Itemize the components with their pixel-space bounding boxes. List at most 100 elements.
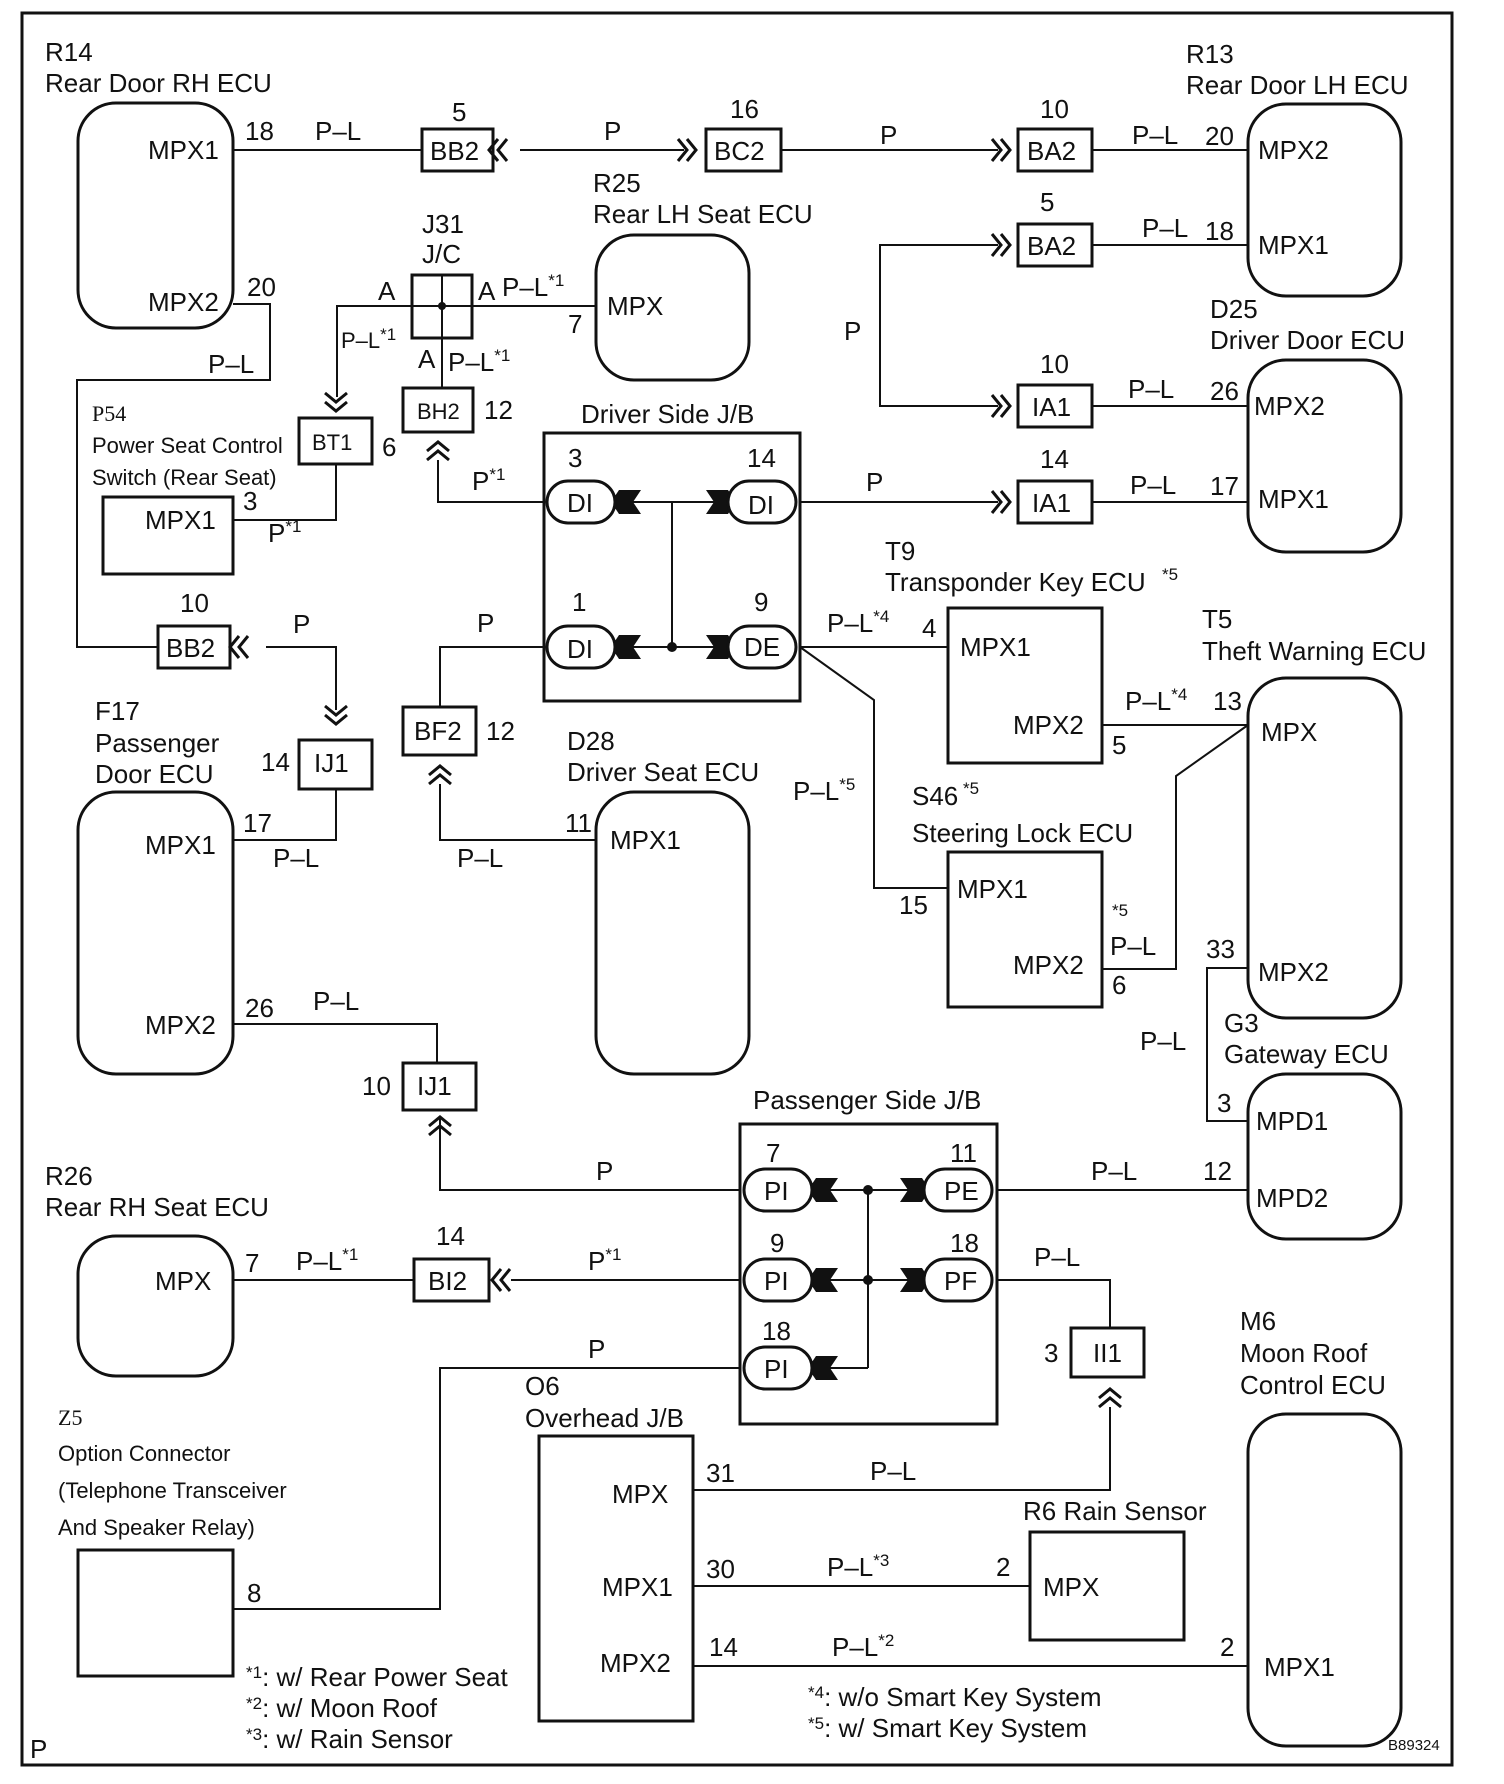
- module-name: Rear Door LH ECU: [1186, 70, 1409, 100]
- connector-ba2-mid: BA2 5: [990, 187, 1094, 268]
- f17-passenger-door-ecu: F17 Passenger Door ECU MPX1 MPX2 17 26: [76, 696, 274, 1076]
- svg-text:P–L: P–L: [1110, 931, 1156, 961]
- connector-ij1-top: IJ1 14: [261, 704, 374, 791]
- connector-label: DI: [567, 634, 593, 664]
- pin-number: 14: [747, 443, 776, 473]
- pin-number: 17: [243, 808, 272, 838]
- svg-text:P–L: P–L: [1140, 1026, 1186, 1056]
- passenger-side-junction-block: Passenger Side J/B PI PE PI PF PI 7 11 9…: [738, 1085, 999, 1426]
- pin-number: 8: [247, 1578, 261, 1608]
- s46-steering-lock-ecu: S46 *5 Steering Lock ECU MPX1 MPX2 15 6 …: [899, 779, 1133, 1009]
- connector-bb2-top: BB2 5: [420, 97, 509, 173]
- pin-number: 18: [950, 1228, 979, 1258]
- terminal-label: MPX2: [148, 287, 219, 317]
- svg-text:P: P: [880, 120, 897, 150]
- module-name: Driver Seat ECU: [567, 757, 759, 787]
- terminal-label: MPX: [1043, 1572, 1099, 1602]
- pin-number: 9: [770, 1228, 784, 1258]
- pin-label: A: [378, 276, 396, 306]
- connector-label: PF: [944, 1266, 977, 1296]
- j31-junction-connector: J31 J/C A A A: [378, 209, 496, 374]
- svg-text:*5: w/ Smart Key System: *5: w/ Smart Key System: [808, 1713, 1087, 1743]
- module-code: O6: [525, 1371, 560, 1401]
- terminal-label: MPX2: [1013, 950, 1084, 980]
- svg-text:BT1: BT1: [312, 430, 352, 455]
- terminal-label: MPX2: [1254, 391, 1325, 421]
- module-name-line2: Switch (Rear Seat): [92, 465, 277, 490]
- svg-text:P–L: P–L: [313, 986, 359, 1016]
- module-name-line2: Door ECU: [95, 759, 213, 789]
- svg-text:BA2: BA2: [1027, 136, 1076, 166]
- connector-label: PE: [944, 1176, 979, 1206]
- module-name: Rear LH Seat ECU: [593, 199, 813, 229]
- terminal-label: MPX1: [1264, 1652, 1335, 1682]
- pin-number: 3: [568, 443, 582, 473]
- terminal-label: MPX1: [145, 505, 216, 535]
- jb-title: Driver Side J/B: [581, 399, 754, 429]
- pin-number: 7: [568, 309, 582, 339]
- m6-moon-roof-control-ecu: M6 Moon Roof Control ECU MPX1 2: [1220, 1306, 1403, 1748]
- terminal-label: MPD1: [1256, 1106, 1328, 1136]
- pin-number: 31: [706, 1458, 735, 1488]
- svg-text:BB2: BB2: [430, 136, 479, 166]
- svg-text:12: 12: [486, 716, 515, 746]
- connector-label: PI: [764, 1176, 789, 1206]
- connector-ij1-bottom: IJ1 10: [362, 1061, 478, 1137]
- pin-label: A: [418, 344, 436, 374]
- svg-text:P–L*3: P–L*3: [827, 1551, 889, 1582]
- connector-label: DI: [567, 488, 593, 518]
- terminal-label: MPX: [1261, 717, 1317, 747]
- terminal-label: MPX: [612, 1479, 668, 1509]
- svg-text:P–L*1: P–L*1: [502, 271, 564, 302]
- connector-bi2: BI2 14: [412, 1221, 512, 1303]
- pin-number: 15: [899, 890, 928, 920]
- svg-text:P–L: P–L: [1091, 1156, 1137, 1186]
- connector-label: PI: [764, 1354, 789, 1384]
- figure-code: B89324: [1388, 1737, 1440, 1754]
- svg-text:P–L*1: P–L*1: [296, 1245, 358, 1276]
- module-code: R13: [1186, 39, 1234, 69]
- connector-bt1: BT1 6: [297, 391, 396, 466]
- diagram-frame: [20, 11, 1454, 1767]
- pin-number: 5: [1112, 730, 1126, 760]
- page-letter: P: [30, 1734, 47, 1764]
- svg-text:P*1: P*1: [472, 465, 505, 496]
- module-code: T9: [885, 536, 915, 566]
- svg-text:BF2: BF2: [414, 716, 462, 746]
- module-name-line2: Control ECU: [1240, 1370, 1386, 1400]
- pin-number: 3: [243, 486, 257, 516]
- o6-overhead-junction-block: O6 Overhead J/B MPX MPX1 MPX2 31 30 14: [525, 1371, 738, 1723]
- svg-text:10: 10: [180, 588, 209, 618]
- pin-number: 9: [754, 587, 768, 617]
- pin-number: 7: [245, 1248, 259, 1278]
- terminal-label: MPD2: [1256, 1183, 1328, 1213]
- svg-text:P: P: [596, 1156, 613, 1186]
- connector-bc2: BC2 16: [676, 94, 783, 173]
- svg-text:P: P: [604, 116, 621, 146]
- svg-text:*3: w/ Rain Sensor: *3: w/ Rain Sensor: [246, 1724, 453, 1754]
- r14-rear-door-rh-ecu: R14 Rear Door RH ECU MPX1 MPX2 18 20: [45, 37, 276, 330]
- module-code: M6: [1240, 1306, 1276, 1336]
- pin-number: 20: [1205, 121, 1234, 151]
- r6-rain-sensor: R6 Rain Sensor MPX 2: [996, 1496, 1207, 1642]
- module-name: Overhead J/B: [525, 1403, 684, 1433]
- svg-text:BC2: BC2: [714, 136, 765, 166]
- module-name: R6 Rain Sensor: [1023, 1496, 1207, 1526]
- pin-number: 4: [922, 613, 936, 643]
- pin-number: 1: [572, 587, 586, 617]
- module-code: D25: [1210, 294, 1258, 324]
- terminal-label: MPX1: [957, 874, 1028, 904]
- svg-text:14: 14: [436, 1221, 465, 1251]
- connector-label: DI: [748, 490, 774, 520]
- wire-color-labels: P–L P P P–L P–L P P–L P P–L P–L P–L*1 P–…: [208, 116, 1188, 1662]
- svg-text:5: 5: [1040, 187, 1054, 217]
- p54-power-seat-control-switch: P54 Power Seat Control Switch (Rear Seat…: [92, 401, 283, 576]
- z5-option-connector: Z5 Option Connector (Telephone Transceiv…: [58, 1405, 287, 1678]
- module-name: Theft Warning ECU: [1202, 636, 1426, 666]
- svg-text:10: 10: [1040, 349, 1069, 379]
- d25-driver-door-ecu: D25 Driver Door ECU MPX2 MPX1 26 17: [1210, 294, 1405, 554]
- connector-ia1-top: IA1 10: [990, 349, 1094, 429]
- r25-rear-lh-seat-ecu: R25 Rear LH Seat ECU MPX 7: [568, 168, 813, 382]
- svg-text:5: 5: [452, 97, 466, 127]
